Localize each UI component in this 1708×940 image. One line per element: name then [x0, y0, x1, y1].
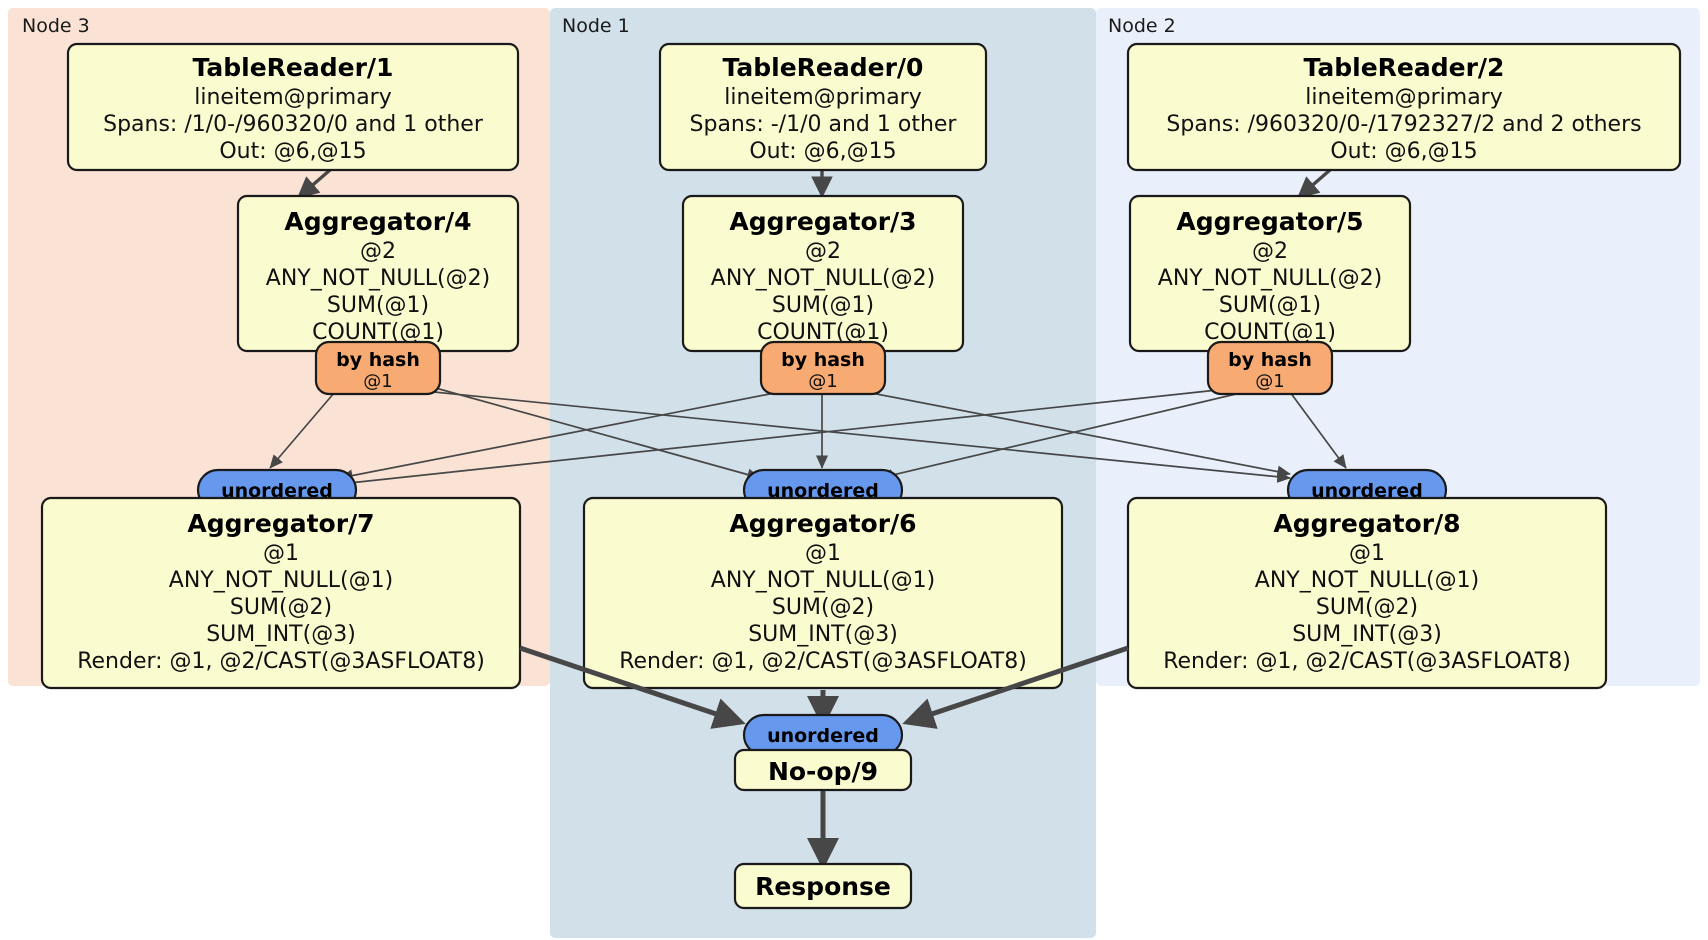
group-aggregator4[interactable]: Aggregator/4 @2 ANY_NOT_NULL(@2) SUM(@1)…: [236, 194, 520, 353]
router-hash-right-label: by hash: [1228, 349, 1312, 371]
router-hash-mid-label: by hash: [781, 349, 865, 371]
router-unordered-left-label: unordered: [221, 480, 333, 502]
tablereader2-title: TableReader/2: [1304, 53, 1505, 82]
box-aggregator8[interactable]: [1126, 496, 1608, 690]
group-hash-router-mid[interactable]: by hash @1: [759, 340, 887, 396]
group-aggregator7[interactable]: Aggregator/7 @1 ANY_NOT_NULL(@1) SUM(@2)…: [40, 496, 522, 690]
aggregator7-line-2: SUM(@2): [230, 595, 332, 620]
tablereader0-line-1: Spans: -/1/0 and 1 other: [690, 112, 958, 137]
aggregator7-line-4: Render: @1, @2/CAST(@3ASFLOAT8): [77, 649, 485, 674]
aggregator8-line-3: SUM_INT(@3): [1292, 622, 1442, 647]
group-unordered-final[interactable]: unordered: [742, 713, 904, 757]
router-hash-mid-sub: @1: [808, 371, 837, 392]
aggregator6-line-0: @1: [805, 541, 841, 566]
node-panel-label-node3: Node 3: [22, 15, 90, 37]
group-aggregator3[interactable]: Aggregator/3 @2 ANY_NOT_NULL(@2) SUM(@1)…: [681, 194, 965, 353]
group-tablereader1[interactable]: TableReader/1 lineitem@primary Spans: /1…: [66, 42, 520, 172]
tablereader1-line-0: lineitem@primary: [194, 85, 392, 110]
group-aggregator8[interactable]: Aggregator/8 @1 ANY_NOT_NULL(@1) SUM(@2)…: [1126, 496, 1608, 690]
router-unordered-right-label: unordered: [1311, 480, 1423, 502]
edge-tr1-agg4: [296, 168, 332, 199]
tablereader0-line-2: Out: @6,@15: [749, 139, 896, 164]
response-title: Response: [755, 872, 891, 901]
edge-hashmid-unorderedleft: [339, 389, 791, 482]
group-response[interactable]: Response: [733, 862, 913, 910]
tablereader2-line-1: Spans: /960320/0-/1792327/2 and 2 others: [1166, 112, 1641, 137]
aggregator6-line-2: SUM(@2): [772, 595, 874, 620]
aggregator7-line-0: @1: [263, 541, 299, 566]
tablereader0-title: TableReader/0: [723, 53, 924, 82]
box-tablereader0[interactable]: [658, 42, 988, 172]
box-aggregator6[interactable]: [582, 496, 1064, 690]
edges-stage1: [296, 168, 1332, 199]
noop9-title: No-op/9: [768, 757, 878, 786]
tablereader1-line-2: Out: @6,@15: [219, 139, 366, 164]
aggregator4-line-1: ANY_NOT_NULL(@2): [266, 266, 490, 291]
aggregator3-line-3: COUNT(@1): [757, 320, 889, 345]
edge-hashright-unorderedmid: [879, 393, 1237, 482]
box-tablereader1[interactable]: [66, 42, 520, 172]
aggregator3-line-2: SUM(@1): [772, 293, 874, 318]
group-aggregator6[interactable]: Aggregator/6 @1 ANY_NOT_NULL(@1) SUM(@2)…: [582, 496, 1064, 690]
router-hash-right-sub: @1: [1255, 371, 1284, 392]
router-hash-right[interactable]: [1206, 340, 1334, 396]
edge-hashright-unorderedright: [1289, 391, 1347, 469]
router-hash-left-label: by hash: [336, 349, 420, 371]
node-panel-label-node2: Node 2: [1108, 15, 1176, 37]
aggregator7-line-1: ANY_NOT_NULL(@1): [169, 568, 393, 593]
router-hash-left-sub: @1: [363, 371, 392, 392]
group-tablereader2[interactable]: TableReader/2 lineitem@primary Spans: /9…: [1126, 42, 1682, 172]
box-response[interactable]: [733, 862, 913, 910]
aggregator5-line-2: SUM(@1): [1219, 293, 1321, 318]
edge-hashleft-unorderedright: [413, 389, 1291, 483]
aggregator3-line-1: ANY_NOT_NULL(@2): [711, 266, 935, 291]
edge-agg8-unorderedfinal: [902, 645, 1129, 729]
group-aggregator5[interactable]: Aggregator/5 @2 ANY_NOT_NULL(@2) SUM(@1)…: [1128, 194, 1412, 353]
aggregator5-line-0: @2: [1252, 239, 1288, 264]
aggregator5-title: Aggregator/5: [1176, 207, 1363, 236]
aggregator4-line-0: @2: [360, 239, 396, 264]
aggregator7-title: Aggregator/7: [187, 509, 374, 538]
box-tablereader2[interactable]: [1126, 42, 1682, 172]
aggregator6-line-4: Render: @1, @2/CAST(@3ASFLOAT8): [619, 649, 1027, 674]
group-hash-router-left[interactable]: by hash @1: [314, 340, 442, 396]
router-hash-left[interactable]: [314, 340, 442, 396]
aggregator4-line-3: COUNT(@1): [312, 320, 444, 345]
aggregator4-title: Aggregator/4: [284, 207, 471, 236]
router-unordered-mid-label: unordered: [767, 480, 879, 502]
edge-hashright-unorderedleft: [339, 387, 1237, 489]
group-tablereader0[interactable]: TableReader/0 lineitem@primary Spans: -/…: [658, 42, 988, 172]
tablereader1-line-1: Spans: /1/0-/960320/0 and 1 other: [103, 112, 484, 137]
aggregator6-line-3: SUM_INT(@3): [748, 622, 898, 647]
aggregator8-title: Aggregator/8: [1273, 509, 1460, 538]
edge-agg7-unorderedfinal: [519, 645, 746, 729]
group-hash-router-right[interactable]: by hash @1: [1206, 340, 1334, 396]
tablereader2-line-0: lineitem@primary: [1305, 85, 1503, 110]
aggregator8-line-1: ANY_NOT_NULL(@1): [1255, 568, 1479, 593]
aggregator5-line-3: COUNT(@1): [1204, 320, 1336, 345]
edge-hashleft-unorderedleft: [269, 385, 341, 469]
aggregator3-line-0: @2: [805, 239, 841, 264]
tablereader0-line-0: lineitem@primary: [724, 85, 922, 110]
edges-hash-to-unordered: [269, 381, 1347, 489]
aggregator7-line-3: SUM_INT(@3): [206, 622, 356, 647]
tablereader2-line-2: Out: @6,@15: [1330, 139, 1477, 164]
box-noop9[interactable]: [733, 748, 913, 792]
aggregator8-line-4: Render: @1, @2/CAST(@3ASFLOAT8): [1163, 649, 1571, 674]
aggregator4-line-2: SUM(@1): [327, 293, 429, 318]
aggregator8-line-0: @1: [1349, 541, 1385, 566]
box-aggregator7[interactable]: [40, 496, 522, 690]
tablereader1-title: TableReader/1: [193, 53, 394, 82]
aggregator8-line-2: SUM(@2): [1316, 595, 1418, 620]
aggregator6-title: Aggregator/6: [729, 509, 916, 538]
edge-tr2-agg5: [1296, 168, 1332, 199]
aggregator3-title: Aggregator/3: [729, 207, 916, 236]
aggregator5-line-1: ANY_NOT_NULL(@2): [1158, 266, 1382, 291]
aggregator6-line-1: ANY_NOT_NULL(@1): [711, 568, 935, 593]
group-noop9[interactable]: No-op/9: [733, 748, 913, 792]
router-unordered-final-label: unordered: [767, 725, 879, 747]
node-panel-label-node1: Node 1: [562, 15, 630, 37]
router-hash-mid[interactable]: [759, 340, 887, 396]
